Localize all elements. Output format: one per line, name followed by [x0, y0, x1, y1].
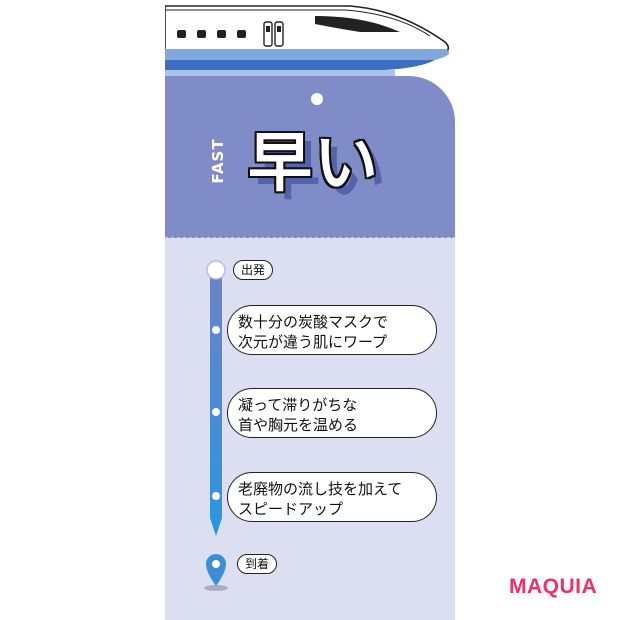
step-bubble-2: 凝って滞りがちな 首や胸元を温める	[227, 388, 437, 438]
fast-side-label-text: FAST	[209, 138, 227, 184]
start-station-label: 出発	[233, 260, 274, 280]
end-station-label: 到着	[237, 554, 278, 574]
page-title: 早い	[248, 127, 380, 201]
step-2-line-1: 凝って滞りがちな	[238, 396, 358, 414]
step-3-line-2: スピードアップ	[238, 500, 344, 518]
maquia-logo: MAQUIA	[509, 575, 598, 598]
step-2-line-2: 首や胸元を温める	[238, 416, 359, 434]
step-1-line-1: 数十分の炭酸マスクで	[238, 313, 389, 331]
ticket-header	[165, 76, 455, 238]
step-3-line-1: 老廃物の流し技を加えて	[238, 480, 403, 498]
ticket-punch-hole	[311, 93, 323, 105]
step-1-line-2: 次元が違う肌にワープ	[238, 333, 388, 351]
fast-side-label: FAST	[200, 138, 236, 184]
step-bubble-3: 老廃物の流し技を加えて スピードアップ	[227, 472, 437, 522]
train-illustration	[165, 0, 455, 76]
step-bubble-1: 数十分の炭酸マスクで 次元が違う肌にワープ	[227, 305, 437, 355]
route-line	[204, 260, 228, 591]
